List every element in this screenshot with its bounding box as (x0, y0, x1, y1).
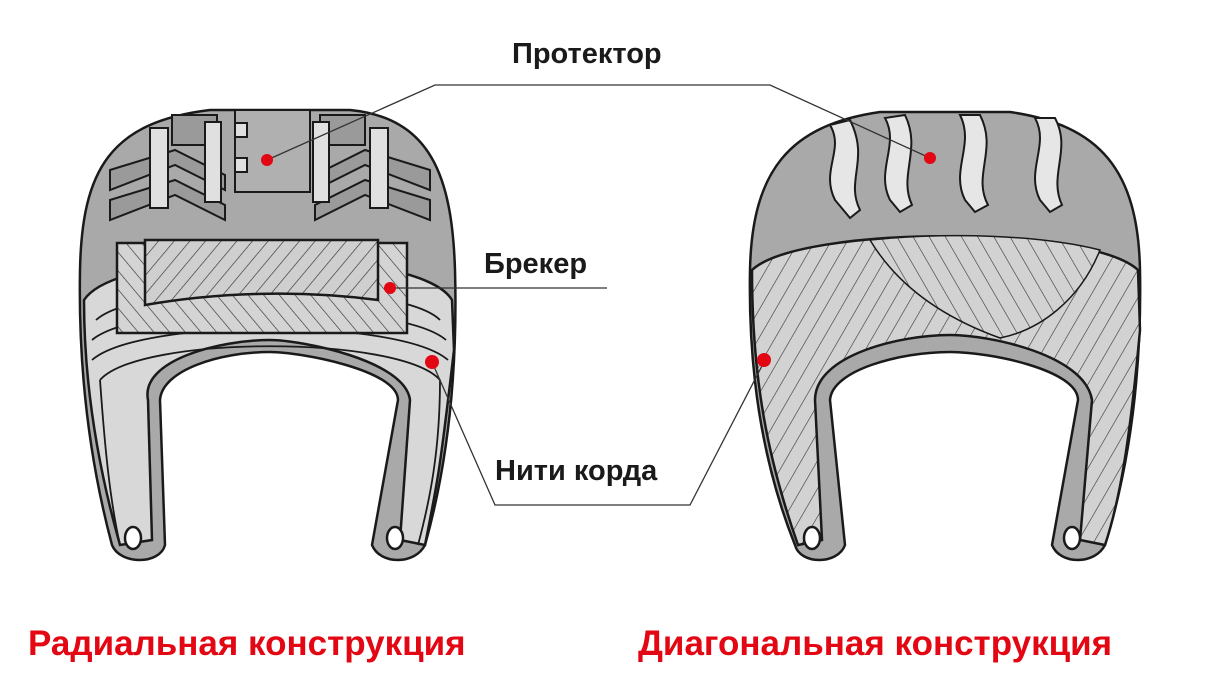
cord-label: Нити корда (495, 455, 658, 487)
cord-dot-radial (425, 355, 439, 369)
cord-dot-diagonal (757, 353, 771, 367)
cord-leader (431, 359, 766, 506)
breaker-dot (384, 282, 396, 294)
tread-dot-radial (261, 154, 273, 166)
diagonal-tire (748, 110, 1142, 562)
marker-dots (261, 152, 936, 369)
breaker-label: Брекер (484, 248, 588, 280)
leader-lines (266, 84, 931, 506)
radial-caption: Радиальная конструкция (28, 624, 466, 663)
radial-tire (78, 108, 457, 562)
tread-dot-diagonal (924, 152, 936, 164)
diagonal-tread-grooves (828, 113, 1064, 220)
radial-tread-blocks (109, 109, 431, 222)
radial-breaker-inner (143, 238, 380, 307)
diagonal-caption: Диагональная конструкция (638, 624, 1113, 663)
tread-label: Протектор (512, 38, 662, 70)
tread-leader (266, 84, 931, 161)
